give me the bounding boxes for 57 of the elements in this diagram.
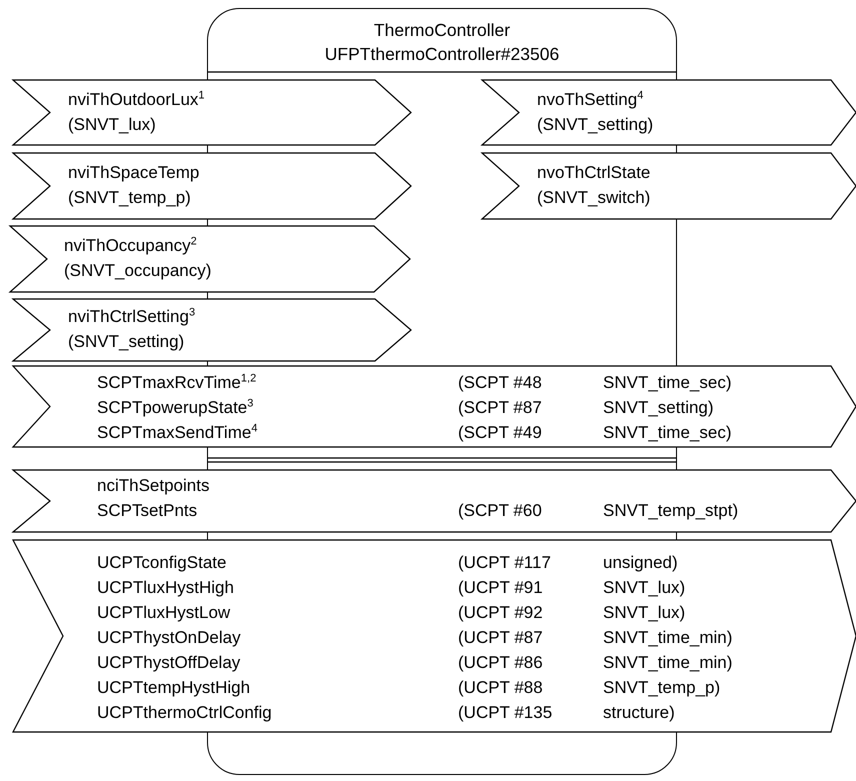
type-name: structure) <box>603 703 675 723</box>
variable-name: SCPTmaxSendTime$^{4}$ <box>97 423 258 443</box>
type-name: SNVT_time_sec) <box>603 373 732 393</box>
type-name: SNVT_time_min) <box>603 628 732 648</box>
type-number: (UCPT #117 <box>458 553 551 573</box>
type-name: SNVT_time_min) <box>603 653 732 673</box>
variable-name: nvoThCtrlState <box>537 163 650 183</box>
variable-name: UCPTtempHystHigh <box>97 678 250 698</box>
chevron-block <box>13 153 411 219</box>
variable-name: UCPThystOffDelay <box>97 653 240 673</box>
chevron-block <box>13 470 856 532</box>
chevron-block <box>482 80 856 145</box>
type-name: (SNVT_lux) <box>68 115 156 135</box>
type-number: (SCPT #60 <box>458 501 542 521</box>
variable-name: nvoThSetting$^{4}$ <box>537 90 644 110</box>
type-name: SNVT_time_sec) <box>603 423 732 443</box>
variable-name: nviThOccupancy$^{2}$ <box>64 236 197 256</box>
type-number: (SCPT #87 <box>458 398 542 418</box>
variable-name: UCPTthermoCtrlConfig <box>97 703 272 723</box>
variable-name: nviThSpaceTemp <box>68 163 200 183</box>
variable-name: nciThSetpoints <box>97 476 210 496</box>
chevron-block <box>482 153 856 219</box>
variable-name: SCPTpowerupState$^{3}$ <box>97 398 254 418</box>
chevron-block <box>13 540 856 732</box>
type-name: SNVT_setting) <box>603 398 714 418</box>
type-name: SNVT_temp_p) <box>603 678 720 698</box>
type-number: (UCPT #91 <box>458 578 543 598</box>
type-number: (UCPT #92 <box>458 603 543 623</box>
variable-name: UCPTluxHystLow <box>97 603 230 623</box>
type-name: (SNVT_setting) <box>68 332 184 352</box>
type-name: SNVT_temp_stpt) <box>603 501 738 521</box>
type-name: (SNVT_setting) <box>537 115 654 135</box>
variable-name: UCPTluxHystHigh <box>97 578 234 598</box>
type-number: (UCPT #88 <box>458 678 543 698</box>
type-number: (UCPT #87 <box>458 628 543 648</box>
type-number: (SCPT #48 <box>458 373 542 393</box>
type-number: (UCPT #135 <box>458 703 552 723</box>
variable-name: SCPTsetPnts <box>97 501 198 521</box>
object-name: ThermoController <box>372 20 512 40</box>
chevron-block <box>10 226 410 292</box>
type-number: (UCPT #86 <box>458 653 543 673</box>
type-number: (SCPT #49 <box>458 423 542 443</box>
variable-name: UCPTconfigState <box>97 553 226 573</box>
type-name: (SNVT_temp_p) <box>68 188 191 208</box>
variable-name: nviThCtrlSetting$^{3}$ <box>68 307 196 327</box>
variable-name: SCPTmaxRcvTime$^{1,2}$ <box>97 373 256 393</box>
variable-name: nviThOutdoorLux$^{1}$ <box>68 90 205 110</box>
profile-name: UFPTthermoController#23506 <box>324 44 560 64</box>
type-name: SNVT_lux) <box>603 578 686 598</box>
chevron-block <box>13 80 411 145</box>
type-name: (SNVT_occupancy) <box>64 261 212 281</box>
type-name: SNVT_lux) <box>603 603 686 623</box>
chevron-block <box>13 366 856 447</box>
type-name: unsigned) <box>603 553 678 573</box>
type-name: (SNVT_switch) <box>537 188 650 208</box>
chevron-block <box>13 299 411 361</box>
variable-name: UCPThystOnDelay <box>97 628 241 648</box>
